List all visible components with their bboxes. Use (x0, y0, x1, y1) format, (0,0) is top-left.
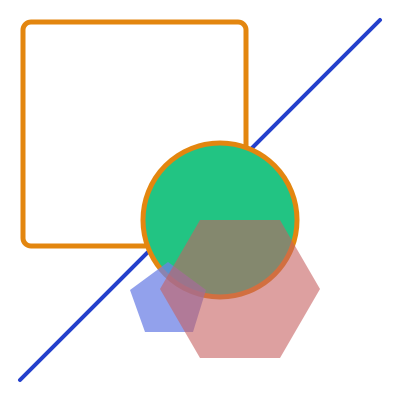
orange-rounded-rectangle (20, 19, 249, 249)
red-hexagon (160, 220, 320, 358)
